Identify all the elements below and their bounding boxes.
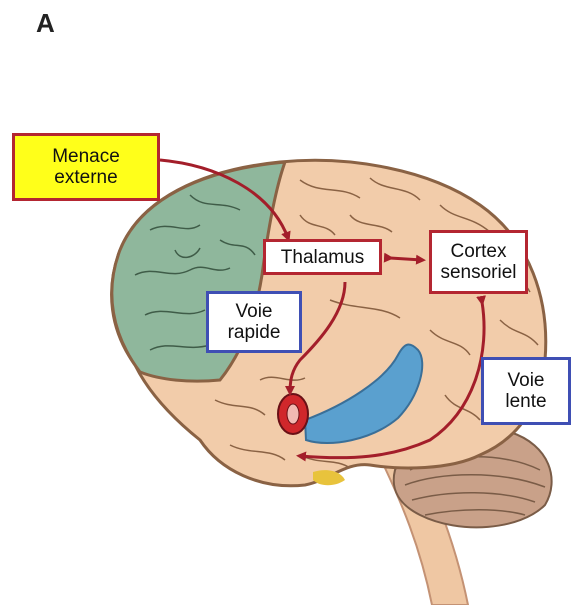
menace-externe-label: Menace externe — [12, 133, 160, 201]
cortex-sensoriel-label: Cortex sensoriel — [429, 230, 528, 294]
voie-rapide-text: Voie rapide — [228, 301, 281, 343]
panel-letter: A — [36, 8, 55, 39]
voie-lente-text: Voie lente — [505, 370, 546, 412]
thalamus-text: Thalamus — [281, 247, 364, 268]
thalamus-label: Thalamus — [263, 239, 382, 275]
voie-rapide-label: Voie rapide — [206, 291, 302, 353]
menace-externe-text: Menace externe — [52, 146, 120, 188]
cortex-sensoriel-text: Cortex sensoriel — [440, 241, 516, 283]
arrow-thalamus-cortex — [390, 258, 422, 260]
voie-lente-label: Voie lente — [481, 357, 571, 425]
amygdala-inner — [287, 404, 299, 424]
